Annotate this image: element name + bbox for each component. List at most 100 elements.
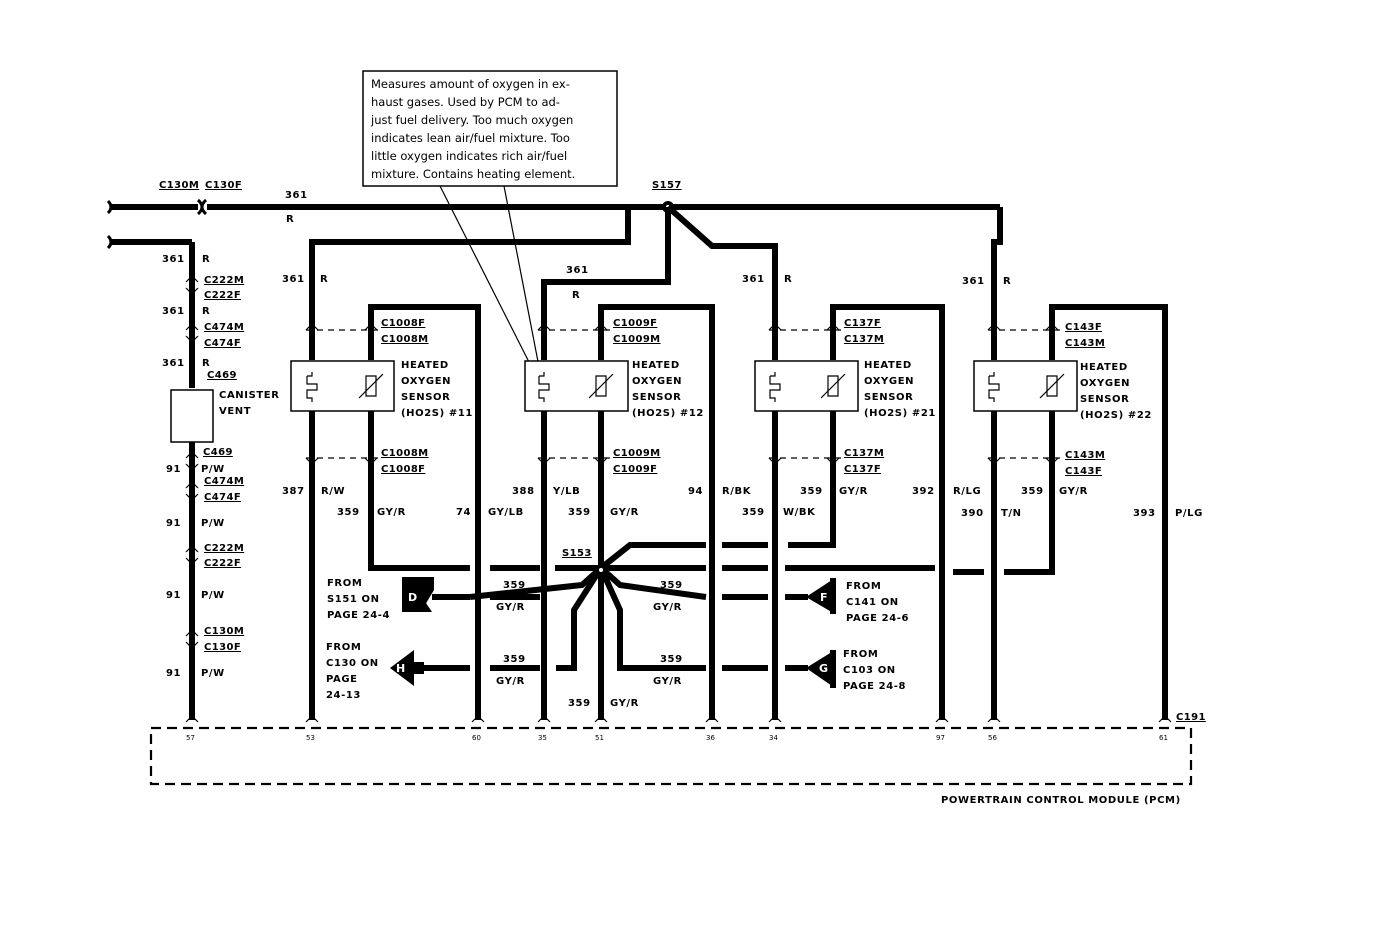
diagram-label: SENSOR — [864, 392, 913, 403]
diagram-label: G — [819, 662, 828, 675]
diagram-label: C143F — [1065, 322, 1102, 333]
canister-vent-circuit: 361 R C222M C222F 361 R C474M C474F 361 … — [106, 234, 279, 720]
diagram-label: OXYGEN — [632, 376, 682, 387]
diagram-label: GY/R — [839, 486, 868, 497]
diagram-label: GY/R — [496, 602, 525, 613]
canister-vent-solenoid — [170, 389, 214, 443]
splice-label: S157 — [652, 180, 682, 191]
diagram-label: OXYGEN — [401, 376, 451, 387]
connector-label: C130M — [159, 180, 199, 191]
diagram-label: VENT — [219, 406, 251, 417]
diagram-label: C143M — [1065, 450, 1105, 461]
diagram-label: C474F — [204, 492, 241, 503]
diagram-label: C222M — [204, 275, 244, 286]
diagram-label: C143F — [1065, 466, 1102, 477]
diagram-label: FROM — [326, 642, 361, 653]
diagram-label: C1008F — [381, 318, 425, 329]
diagram-label: R — [202, 254, 210, 265]
diagram-label: 94 — [688, 486, 703, 497]
pcm-pin: 35 — [538, 734, 547, 742]
diagram-label: 361 — [742, 274, 765, 285]
diagram-label: 359 — [742, 507, 765, 518]
diagram-label: 91 — [166, 590, 181, 601]
diagram-label: 387 — [282, 486, 305, 497]
diagram-label: 361 — [282, 274, 305, 285]
diagram-label: FROM — [846, 581, 881, 592]
diagram-label: C469 — [207, 370, 237, 381]
diagram-label: SENSOR — [401, 392, 450, 403]
diagram-label: W/BK — [783, 507, 816, 518]
diagram-label: 91 — [166, 668, 181, 679]
diagram-label: 359 — [568, 698, 591, 709]
diagram-label: PAGE — [326, 674, 358, 685]
diagram-label: H — [396, 662, 405, 675]
diagram-label: 392 — [912, 486, 935, 497]
diagram-label: GY/R — [653, 676, 682, 687]
diagram-label: GY/R — [377, 507, 406, 518]
diagram-label: C130F — [204, 642, 241, 653]
wire-color: R — [286, 214, 294, 225]
callout-line: mixture. Contains heating element. — [371, 167, 575, 181]
diagram-label: 388 — [512, 486, 535, 497]
diagram-label: GY/R — [496, 676, 525, 687]
connector-chevrons — [185, 275, 1172, 723]
diagram-label: C1009M — [613, 448, 661, 459]
power-bus: C130M C130F 361 R S157 — [106, 180, 1000, 225]
sensor-description-callout: Measures amount of oxygen in ex- haust g… — [362, 70, 618, 373]
diagram-label: 359 — [337, 507, 360, 518]
diagram-label: 361 — [566, 265, 589, 276]
diagram-label: Y/LB — [552, 486, 580, 497]
pcm-pin: 61 — [1159, 734, 1168, 742]
diagram-label: 359 — [660, 654, 683, 665]
diagram-label: GY/R — [1059, 486, 1088, 497]
diagram-label: 393 — [1133, 508, 1156, 519]
diagram-label: R — [572, 290, 580, 301]
diagram-label: SENSOR — [632, 392, 681, 403]
diagram-label: C137M — [844, 334, 884, 345]
diagram-label: FROM — [843, 649, 878, 660]
diagram-label: P/W — [201, 668, 225, 679]
ref-g-arrow: G FROM C103 ON PAGE 24-8 — [806, 649, 906, 692]
heated-oxygen-sensor-22: 361 R C143F C143M HEATED OXYGEN SENSOR (… — [961, 207, 1203, 720]
diagram-label: HEATED — [632, 360, 680, 371]
diagram-label: C474M — [204, 476, 244, 487]
diagram-label: OXYGEN — [864, 376, 914, 387]
diagram-label: R/BK — [722, 486, 752, 497]
pcm-pin: 53 — [306, 734, 315, 742]
diagram-label: 361 — [162, 306, 185, 317]
diagram-label: 361 — [162, 254, 185, 265]
diagram-label: C474F — [204, 338, 241, 349]
diagram-label: C130M — [204, 626, 244, 637]
diagram-label: D — [408, 591, 417, 604]
diagram-label: HEATED — [1080, 362, 1128, 373]
splice-s153-network: S153 359 GY/R 359 GY/R 359 GY/R 359 GY/R… — [422, 542, 984, 709]
diagram-label: C103 ON — [843, 665, 896, 676]
diagram-label: PAGE 24-4 — [327, 610, 390, 621]
pcm-pin: 97 — [936, 734, 945, 742]
diagram-label: (HO2S) #11 — [401, 408, 473, 419]
diagram-label: P/LG — [1175, 508, 1203, 519]
callout-line: little oxygen indicates rich air/fuel — [371, 149, 567, 163]
diagram-label: P/W — [201, 464, 225, 475]
diagram-label: R/W — [321, 486, 345, 497]
diagram-label: R — [320, 274, 328, 285]
diagram-label: R — [202, 358, 210, 369]
diagram-label: OXYGEN — [1080, 378, 1130, 389]
diagram-label: GY/LB — [488, 507, 524, 518]
diagram-label: C222F — [204, 290, 241, 301]
diagram-label: C141 ON — [846, 597, 899, 608]
diagram-label: C1008M — [381, 448, 429, 459]
diagram-label: C469 — [203, 447, 233, 458]
diagram-label: GY/R — [653, 602, 682, 613]
diagram-label: 361 — [162, 358, 185, 369]
callout-line: Measures amount of oxygen in ex- — [371, 77, 570, 91]
pcm-pin: 34 — [769, 734, 778, 742]
diagram-label: S151 ON — [327, 594, 380, 605]
diagram-label: 91 — [166, 518, 181, 529]
pcm-pin: 51 — [595, 734, 604, 742]
diagram-label: C1009F — [613, 464, 657, 475]
diagram-label: (HO2S) #12 — [632, 408, 704, 419]
diagram-label: PAGE 24-6 — [846, 613, 909, 624]
powertrain-control-module: C191 POWERTRAIN CONTROL MODULE (PCM) 57 … — [149, 712, 1205, 806]
